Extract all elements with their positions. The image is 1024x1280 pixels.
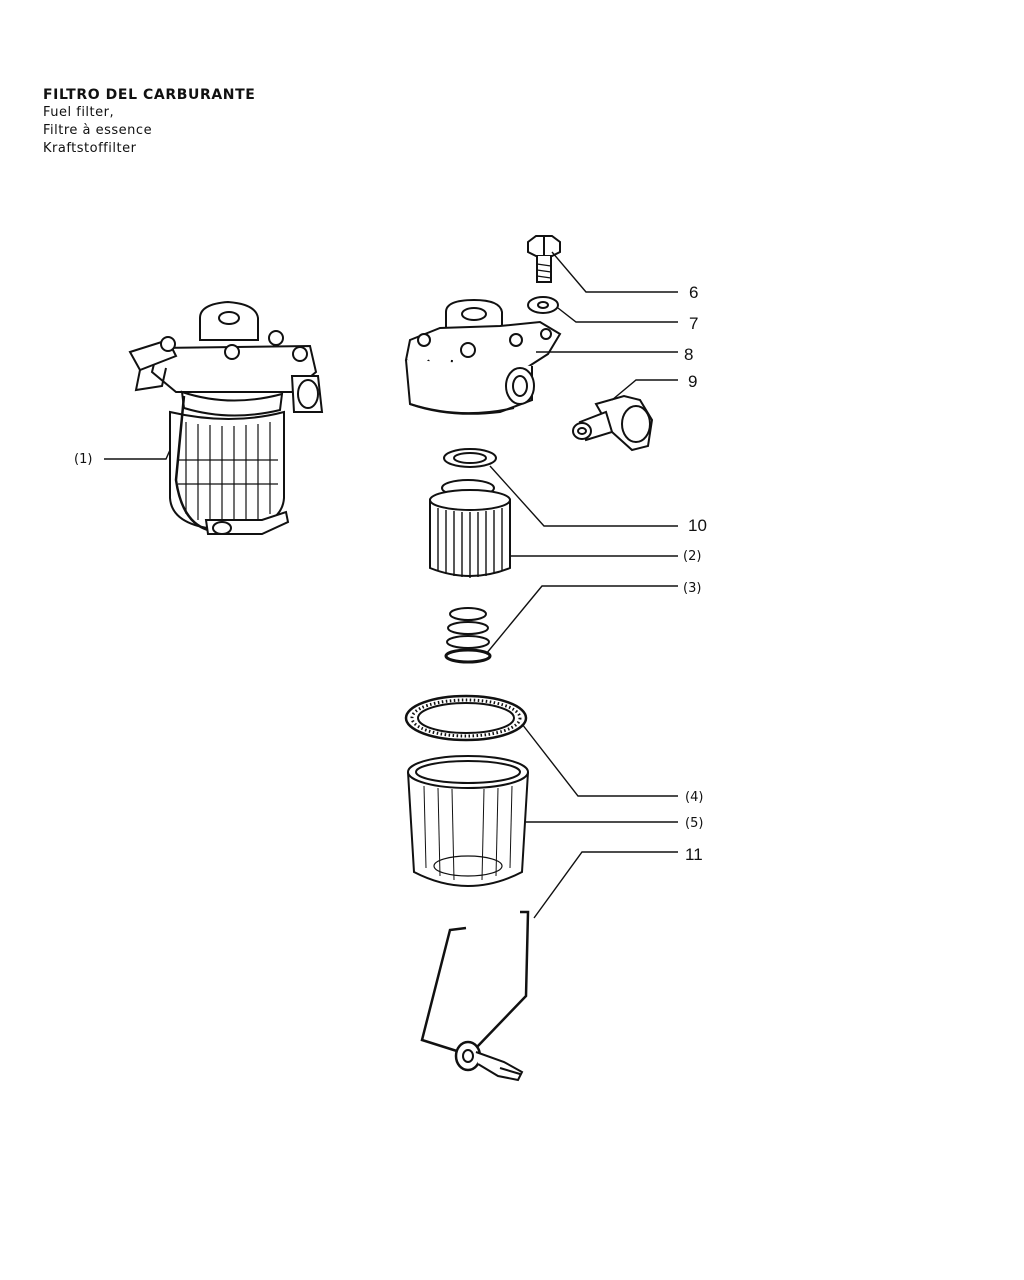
part-9-banjo-union: [572, 394, 654, 452]
title-french: Filtre à essence: [43, 123, 153, 138]
label-4: (4): [685, 790, 703, 805]
label-6: 6: [689, 283, 698, 302]
part-3-spring: [444, 607, 492, 664]
title-english: Fuel filter,: [43, 105, 115, 120]
part-7-washer: [527, 296, 559, 314]
part-labels: (1) 6 7 8 9 10 (2) (3) (4) (5) 11: [74, 283, 707, 864]
label-8: 8: [684, 345, 693, 364]
label-2: (2): [683, 549, 701, 564]
label-1: (1): [74, 452, 92, 467]
label-7: 7: [689, 314, 698, 333]
label-5: (5): [685, 816, 703, 831]
part-10-gasket: [443, 448, 497, 468]
label-9: 9: [688, 372, 697, 391]
part-8-filter-head: [404, 298, 562, 415]
part-11-retaining-wire: [420, 910, 530, 1082]
part-5-glass-bowl: [407, 755, 529, 887]
title-italian: FILTRO DEL CARBURANTE: [43, 87, 256, 103]
part-6-bolt: [527, 235, 561, 283]
label-11: 11: [685, 845, 703, 864]
title-block: FILTRO DEL CARBURANTE Fuel filter, Filtr…: [43, 86, 255, 158]
leader-lines: [104, 251, 678, 919]
part-4-seal-ring: [404, 694, 528, 742]
assembled-filter: [128, 300, 324, 535]
label-10: 10: [688, 516, 707, 535]
part-2-filter-element: [429, 479, 511, 578]
title-german: Kraftstoffilter: [43, 141, 137, 156]
label-3: (3): [683, 581, 701, 596]
